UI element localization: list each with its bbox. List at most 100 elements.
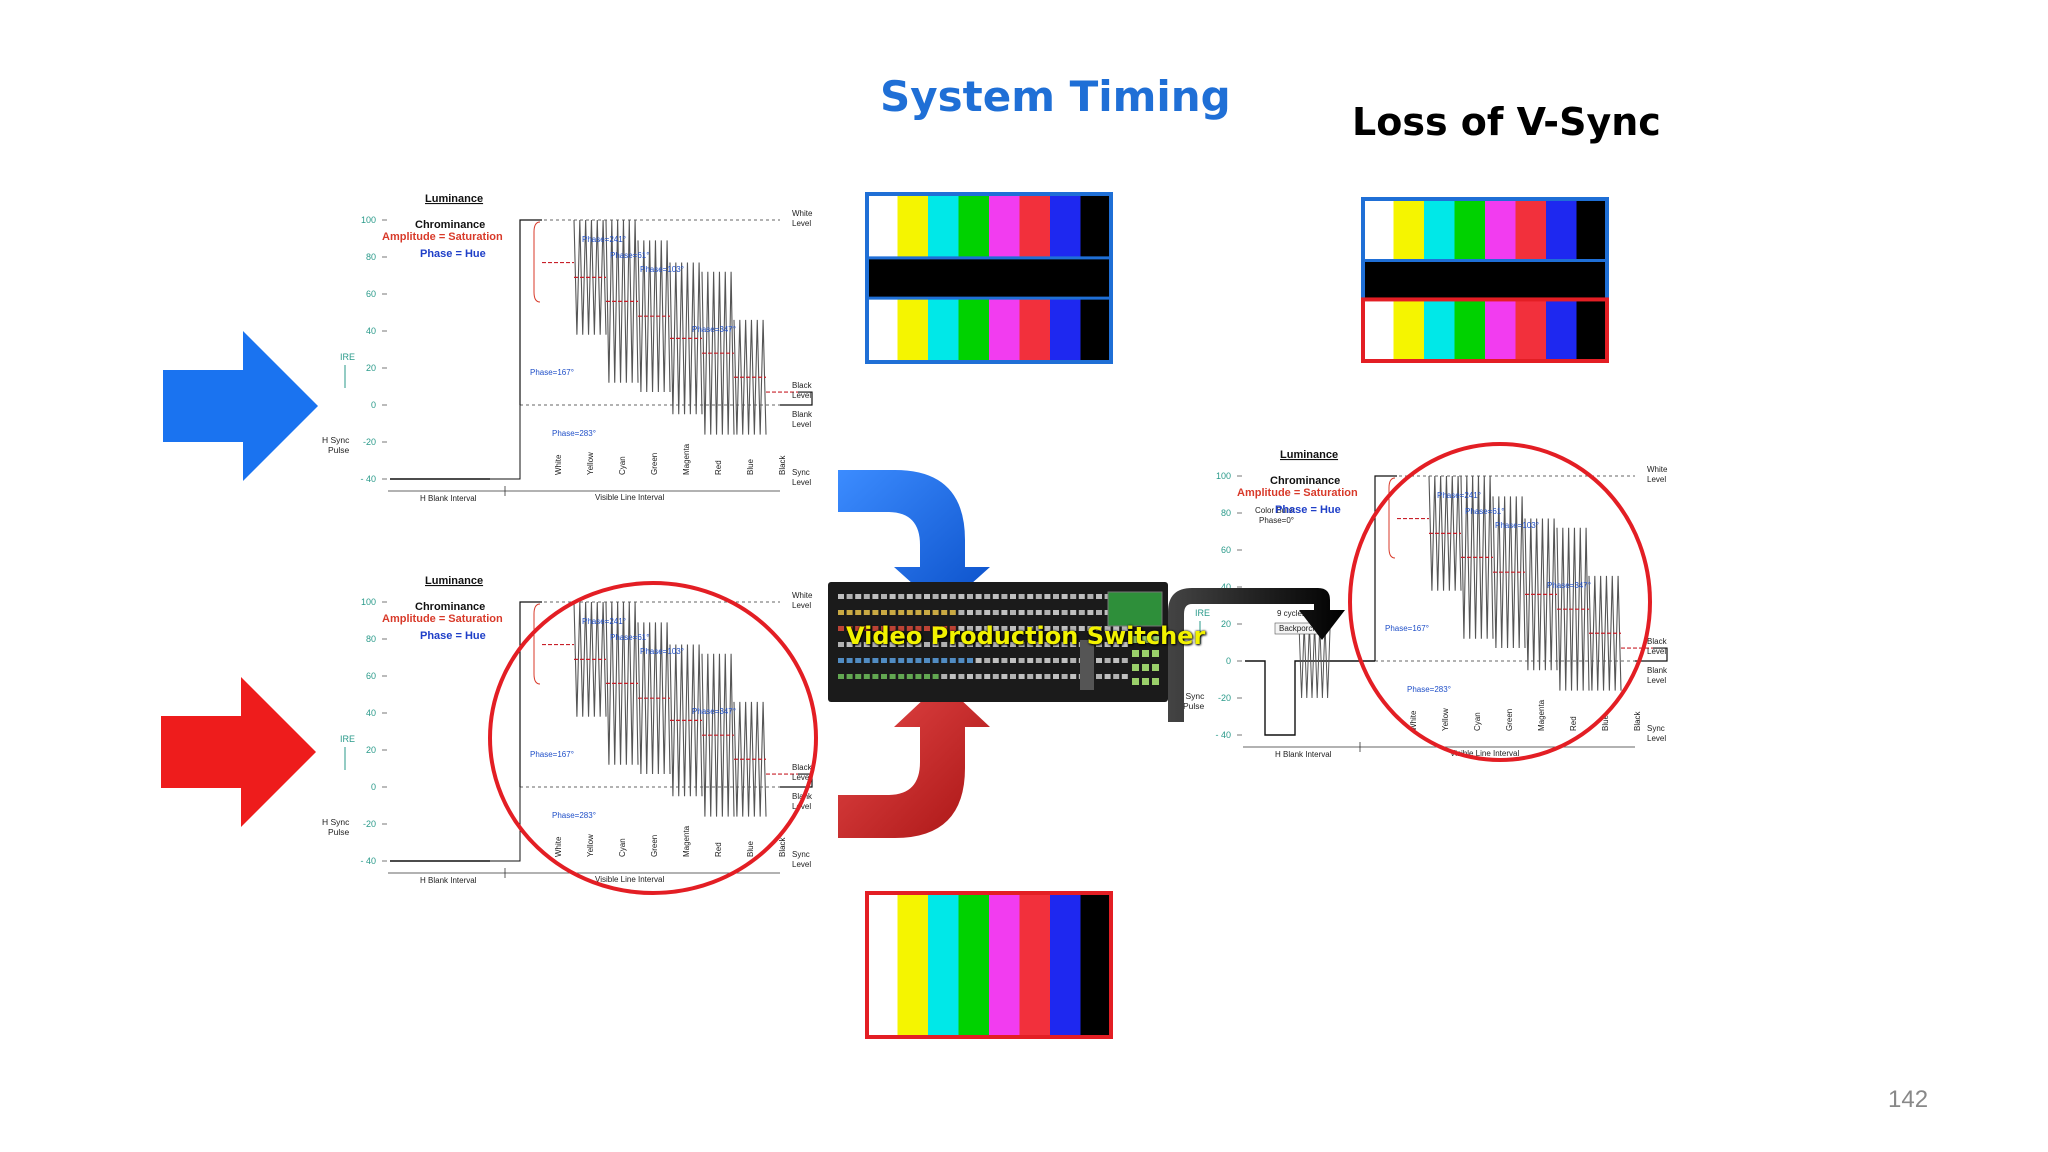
color-bar xyxy=(928,893,959,1037)
visible-line-label: Visible Line Interval xyxy=(1450,749,1519,758)
switcher-button xyxy=(984,674,991,679)
switcher-button xyxy=(889,626,896,631)
switcher-button xyxy=(1121,674,1128,679)
switcher-button xyxy=(992,610,999,615)
phase-label: Phase=103° xyxy=(640,265,684,274)
color-bar xyxy=(1363,199,1394,261)
switcher-button xyxy=(872,674,879,679)
red-curved-arrow xyxy=(838,682,990,838)
switcher-button xyxy=(906,594,913,599)
switcher-button xyxy=(1001,626,1008,631)
switcher-button xyxy=(941,610,948,615)
switcher-button xyxy=(838,610,844,615)
switcher-button xyxy=(1078,610,1085,615)
color-bars-vsync-loss xyxy=(1361,197,1609,364)
ire-tick-label: 20 xyxy=(1221,619,1231,629)
luminance-label: Luminance xyxy=(425,193,483,205)
color-bar xyxy=(989,298,1020,362)
switcher-button xyxy=(855,674,862,679)
white-level-label: White xyxy=(792,209,813,218)
black-level-label: Black xyxy=(1647,637,1668,646)
switcher-button xyxy=(1027,642,1034,647)
switcher-button xyxy=(1044,626,1051,631)
switcher-button xyxy=(932,642,939,647)
color-bar xyxy=(867,893,898,1037)
bar-name-label: White xyxy=(554,836,563,857)
h-blank-label: H Blank Interval xyxy=(1275,750,1332,759)
switcher-button xyxy=(855,610,862,615)
black-band xyxy=(867,257,1111,299)
ire-tick-label: 80 xyxy=(366,252,376,262)
color-bar xyxy=(958,893,990,1037)
switcher-button xyxy=(838,674,844,679)
amplitude-saturation-label: Amplitude = Saturation xyxy=(1237,487,1358,499)
ire-tick-label: 20 xyxy=(366,745,376,755)
switcher-button xyxy=(846,642,853,647)
ire-tick-label: 40 xyxy=(366,708,376,718)
switcher-button xyxy=(881,626,887,631)
white-level-label: Level xyxy=(1647,475,1666,484)
switcher-button xyxy=(889,642,896,647)
switcher-button xyxy=(915,642,922,647)
switcher-button xyxy=(924,610,930,615)
switcher-button xyxy=(1018,594,1025,599)
switcher-button xyxy=(846,658,853,663)
phase-label: Phase=61° xyxy=(610,633,649,642)
switcher-button xyxy=(1087,594,1094,599)
bar-name-label: White xyxy=(554,454,563,475)
switcher-button xyxy=(1121,658,1128,663)
h-blank-label: H Blank Interval xyxy=(420,494,477,503)
blank-level-label: Blank xyxy=(792,410,813,419)
switcher-button xyxy=(949,626,956,631)
switcher-button xyxy=(984,626,991,631)
ire-tick-label: -20 xyxy=(1218,693,1231,703)
slide-title: System Timing xyxy=(880,72,1231,121)
color-bar xyxy=(867,194,898,258)
switcher-button xyxy=(924,594,930,599)
switcher-button xyxy=(984,658,991,663)
switcher-button xyxy=(838,642,844,647)
color-bar xyxy=(1393,199,1425,261)
switcher-button xyxy=(881,594,887,599)
switcher-button xyxy=(992,642,999,647)
switcher-button xyxy=(1132,636,1139,643)
color-bar xyxy=(1050,298,1081,362)
switcher-button xyxy=(924,674,930,679)
blank-level-label: Level xyxy=(1647,676,1666,685)
blue-curved-arrow xyxy=(838,470,990,610)
switcher-button xyxy=(1035,610,1042,615)
bar-name-label: Red xyxy=(714,842,723,857)
color-bar xyxy=(1080,893,1112,1037)
switcher-button xyxy=(941,626,948,631)
switcher-button xyxy=(906,674,913,679)
white-step xyxy=(519,601,542,787)
color-bar xyxy=(1515,199,1547,261)
switcher-button xyxy=(898,642,905,647)
switcher-button xyxy=(1142,650,1149,657)
visible-line-label: Visible Line Interval xyxy=(595,493,664,502)
switcher-button xyxy=(855,642,862,647)
phase-label: Phase=241° xyxy=(582,617,626,626)
highlight-circle-output xyxy=(1348,442,1652,762)
switcher-button xyxy=(1096,594,1102,599)
sync-level-label: Level xyxy=(1647,734,1666,743)
switcher-button xyxy=(1104,642,1111,647)
switcher-button xyxy=(1078,594,1085,599)
chrominance-label: Chrominance xyxy=(415,601,485,613)
ire-axis-label: IRE xyxy=(340,352,355,362)
phase-label: Phase=283° xyxy=(1407,685,1451,694)
switcher-button xyxy=(881,658,887,663)
ire-tick-label: 60 xyxy=(366,289,376,299)
ire-tick-label: - 40 xyxy=(1215,730,1231,740)
phase-label: Phase=103° xyxy=(1495,521,1539,530)
phase-label: Phase=347° xyxy=(692,325,736,334)
switcher-button xyxy=(1001,658,1008,663)
switcher-button xyxy=(932,658,939,663)
switcher-button xyxy=(958,642,965,647)
luminance-label: Luminance xyxy=(1280,449,1338,461)
switcher-button xyxy=(915,626,922,631)
color-bar xyxy=(1424,299,1455,361)
switcher-button xyxy=(1104,626,1111,631)
output-arrow xyxy=(1168,588,1345,722)
